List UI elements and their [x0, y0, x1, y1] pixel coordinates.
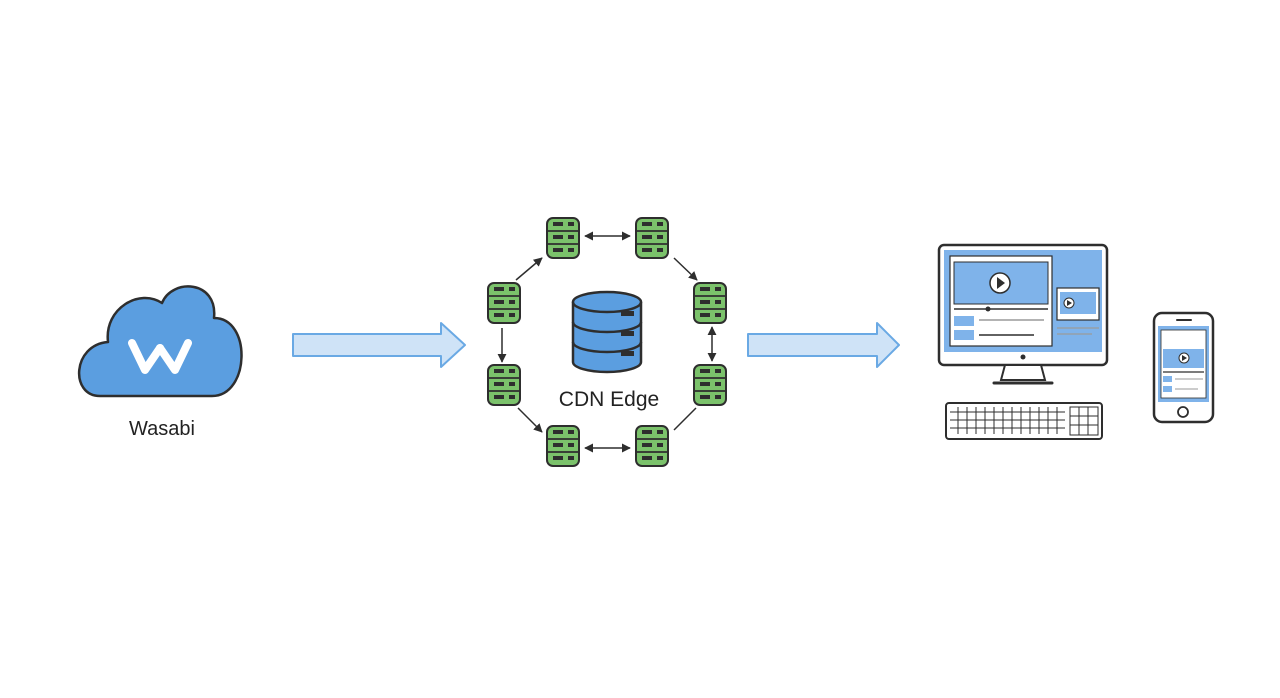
cdn-node-icon: [487, 364, 521, 406]
wasabi-cloud-icon: [77, 285, 243, 398]
cdn-node-icon: [487, 282, 521, 324]
link-top-right: [673, 257, 698, 281]
flow-arrow-source-to-cdn: [292, 322, 466, 368]
link-top-left: [515, 257, 543, 281]
source-label: Wasabi: [129, 418, 195, 440]
link-bottom-left: [517, 407, 543, 433]
cdn-node-icon: [546, 425, 580, 467]
smartphone-icon: [1152, 311, 1215, 424]
cdn-node-icon: [693, 282, 727, 324]
desktop-monitor-icon: [937, 243, 1109, 385]
wasabi-logo: [128, 339, 192, 374]
cdn-database-icon: [571, 290, 643, 374]
keyboard-icon: [945, 402, 1103, 440]
cdn-node-icon: [693, 364, 727, 406]
cdn-node-links: [497, 231, 717, 453]
cdn-node-icon: [635, 425, 669, 467]
flow-arrow-cdn-to-clients: [747, 322, 900, 368]
cdn-label: CDN Edge: [559, 388, 659, 411]
cdn-node-icon: [546, 217, 580, 259]
cdn-node-icon: [635, 217, 669, 259]
link-bottom-right: [673, 407, 697, 431]
